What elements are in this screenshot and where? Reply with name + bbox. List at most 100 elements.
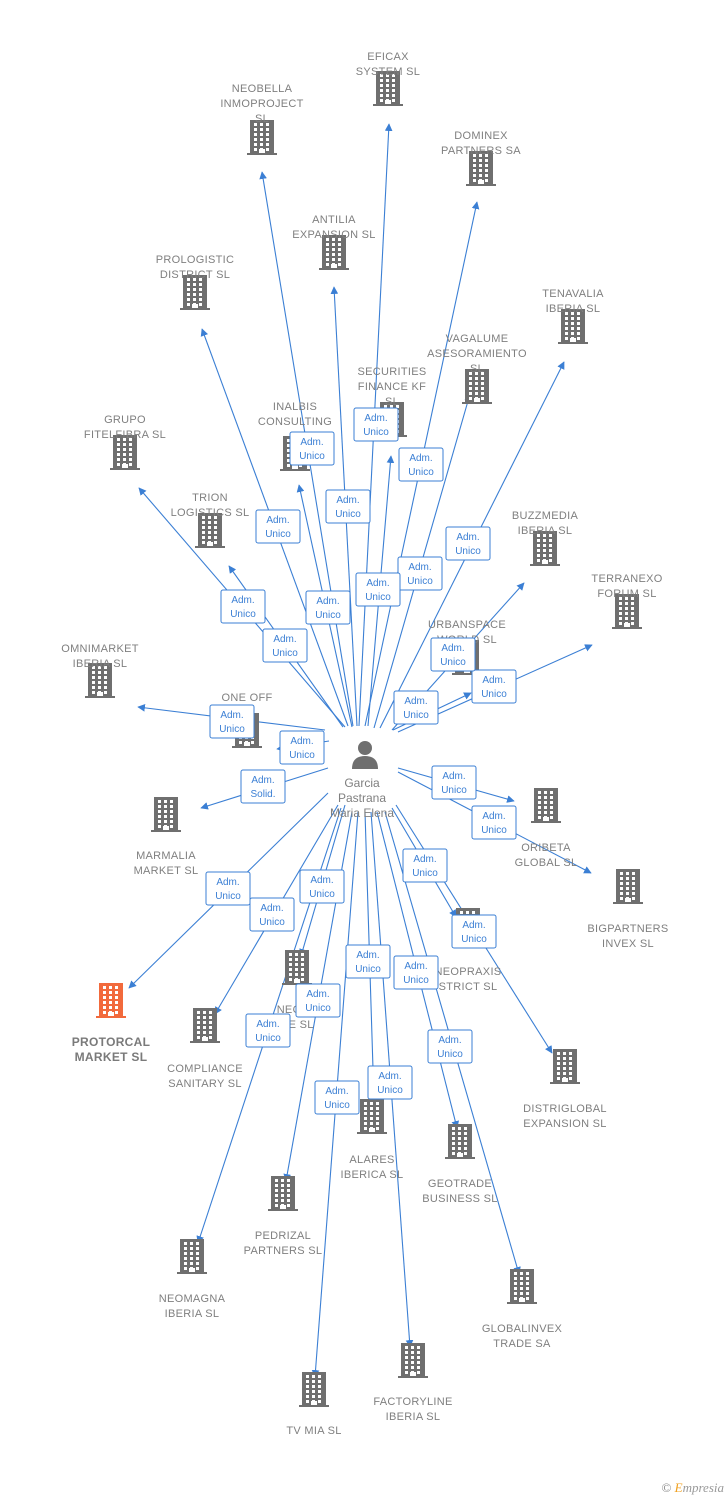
relation-badge-oribeta[interactable]: Adm.Unico [431, 765, 477, 800]
relation-box [393, 955, 439, 990]
relation-badge-antilia[interactable]: Adm.Unico [325, 489, 371, 524]
relation-badge-terranexo[interactable]: Adm.Unico [393, 690, 439, 725]
company-label: STRICT SL [439, 981, 498, 993]
relation-box [345, 944, 391, 979]
relation-badge-neobella[interactable]: Adm.Unico [289, 431, 335, 466]
relation-badge-neopr[interactable]: Adm.Unico [299, 869, 345, 904]
relation-label: Unico [299, 451, 325, 462]
relation-badge-protorcal[interactable]: Adm.Unico [205, 871, 251, 906]
relation-badge-neopraxis[interactable]: Adm.Unico [402, 848, 448, 883]
relation-badge-omnimarket[interactable]: Adm.Unico [209, 704, 255, 739]
relation-label: Adm. [306, 989, 329, 1000]
relation-badge-tvmia[interactable]: Adm.Unico [314, 1080, 360, 1115]
relation-label: Adm. [378, 1071, 401, 1082]
building-icon [357, 1099, 387, 1134]
company-label: FINANCE KF [358, 381, 426, 393]
company-label: GLOBALINVEX [482, 1323, 563, 1335]
relation-box [427, 1029, 473, 1064]
company-node-distriglobal[interactable]: DISTRIGLOBAL EXPANSION SL [523, 1049, 607, 1130]
relation-label: Adm. [256, 1019, 279, 1030]
relation-badge-distriglobal[interactable]: Adm.Unico [451, 914, 497, 949]
relation-badge-neomagna[interactable]: Adm.Unico [245, 1013, 291, 1048]
relation-badge-prologistic[interactable]: Adm.Unico [255, 509, 301, 544]
company-label: LOGISTICS SL [171, 507, 250, 519]
relation-label: Unico [412, 868, 438, 879]
relation-badge-marmalia[interactable]: Adm.Solid. [240, 769, 286, 804]
relation-badge-inalbis[interactable]: Adm.Unico [305, 590, 351, 625]
relation-badge-trion[interactable]: Adm.Unico [262, 628, 308, 663]
relation-box [398, 447, 444, 482]
relation-box [445, 526, 491, 561]
company-node-tvmia[interactable]: TV MIA SL [286, 1372, 341, 1437]
relation-label: Adm. [456, 532, 479, 543]
relation-badge-pedrizal[interactable]: Adm.Unico [295, 983, 341, 1018]
relation-badge-geotrade[interactable]: Adm.Unico [393, 955, 439, 990]
relation-box [471, 669, 517, 704]
building-icon [268, 1176, 298, 1211]
relation-label: Adm. [442, 771, 465, 782]
company-label: DISTRIGLOBAL [523, 1103, 607, 1115]
relation-badge-dominex[interactable]: Adm.Unico [398, 447, 444, 482]
relation-badge-factoryline[interactable]: Adm. Unico [367, 1065, 413, 1100]
company-label: ASESORAMIENTO [427, 348, 527, 360]
relation-label: Adm. [325, 1086, 348, 1097]
relation-label: Unico [403, 975, 429, 986]
relation-badge-globalinvex[interactable]: Adm.Unico [427, 1029, 473, 1064]
relation-box [402, 848, 448, 883]
relation-label: Unico [377, 1085, 403, 1096]
relation-badge-compliance[interactable]: Adm.Unico [249, 897, 295, 932]
relation-badge-securities[interactable]: Adm.Unico [355, 572, 401, 607]
relation-badge-eficax[interactable]: Adm.Unico [353, 407, 399, 442]
relation-label: Unico [309, 889, 335, 900]
relation-box [451, 914, 497, 949]
relation-badge-alares[interactable]: Adm.Unico [345, 944, 391, 979]
company-label: EXPANSION SL [523, 1118, 606, 1130]
company-label: BUSINESS SL [422, 1193, 497, 1205]
relation-badge-tenavalia[interactable]: Adm.Unico [445, 526, 491, 561]
company-label: SL [255, 113, 269, 125]
relation-badge-oneoff[interactable]: Adm.Unico [279, 730, 325, 765]
building-icon [373, 71, 403, 106]
company-label: SANITARY SL [168, 1078, 242, 1090]
company-label: IBERIA SL [546, 303, 601, 315]
company-label: TRADE SA [493, 1338, 551, 1350]
relation-badge-vagalume[interactable]: Adm.Unico [397, 556, 443, 591]
building-icon [531, 788, 561, 823]
company-label: TV MIA SL [286, 1425, 341, 1437]
relation-label: Unico [355, 964, 381, 975]
company-label: MARMALIA [136, 850, 196, 862]
relation-label: Adm. [251, 775, 274, 786]
company-label: ALARES [349, 1154, 394, 1166]
company-label: INALBIS [273, 401, 317, 413]
relation-badge-grupo[interactable]: Adm.Unico [220, 589, 266, 624]
relation-label: Adm. [364, 413, 387, 424]
relation-label: Unico [440, 657, 466, 668]
relation-badge-bigpartners[interactable]: Adm.Unico [471, 805, 517, 840]
company-node-globalinvex[interactable]: GLOBALINVEX TRADE SA [482, 1269, 563, 1350]
relation-badge-urbanspace[interactable]: Adm.Unico [430, 637, 476, 672]
relation-badge-buzzmedia[interactable]: Adm.Unico [471, 669, 517, 704]
